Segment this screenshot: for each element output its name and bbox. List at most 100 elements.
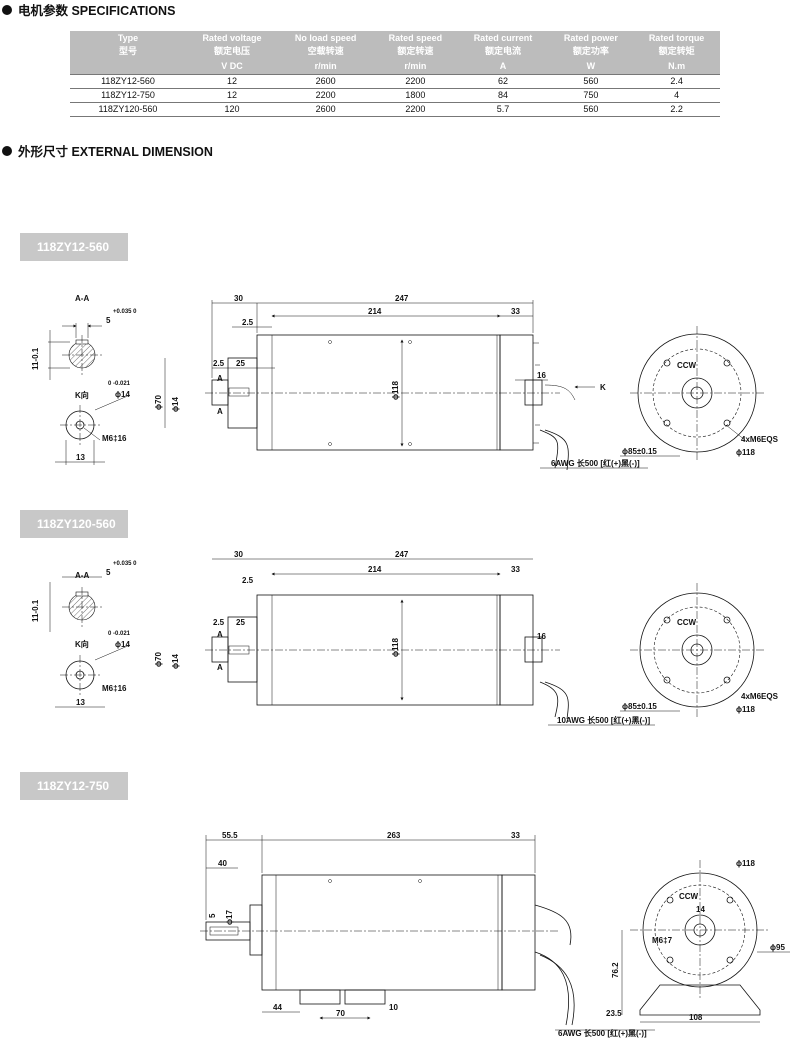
table-cell: 2.2 bbox=[633, 102, 720, 117]
body-dim: 214 bbox=[368, 565, 382, 574]
cable bbox=[539, 681, 559, 718]
end-view-foot bbox=[639, 984, 761, 1016]
table-unit: r/min bbox=[373, 59, 458, 75]
table-unit: A bbox=[457, 59, 549, 75]
key-offset-dim: 2.5 bbox=[213, 359, 225, 368]
pilot-dia-dim: ϕ70 bbox=[154, 652, 163, 667]
rear-len-dim: 16 bbox=[537, 371, 546, 380]
foot-slot-dim: 10 bbox=[389, 1003, 398, 1012]
table-cell: 5.7 bbox=[457, 102, 549, 117]
rear-dim: 33 bbox=[511, 831, 520, 840]
front-flange bbox=[249, 904, 263, 956]
end-holes-dim: 4xM6EQS bbox=[741, 692, 779, 701]
rotation-label: CCW bbox=[679, 892, 699, 901]
cable-spec: 6AWG 长500 [红(+)黑(-)] bbox=[551, 458, 640, 468]
center-height-dim: 76.2 bbox=[611, 962, 620, 978]
view-k-mark: K bbox=[600, 383, 606, 392]
k-view-title: K向 bbox=[75, 390, 89, 400]
rear-dim: 33 bbox=[511, 307, 520, 316]
cable-spec: 10AWG 长500 [红(+)黑(-)] bbox=[557, 715, 650, 725]
k-thread: M6‡16 bbox=[102, 684, 127, 693]
mounting-foot bbox=[299, 989, 341, 1005]
shaft-dia-dim: ϕ14 bbox=[171, 397, 180, 412]
body-len-dim: 263 bbox=[387, 831, 401, 840]
aa-key-dim: 5 bbox=[106, 316, 111, 325]
section-a-mark: A bbox=[217, 663, 223, 672]
end-holes-dim: 4xM6EQS bbox=[741, 435, 779, 444]
k-shaft-tol: 0 -0.021 bbox=[108, 381, 131, 387]
drawing-118zy120-560: A-A 5 +0.035 0 11-0.1 K向 ϕ14 0 -0.021 M6… bbox=[31, 550, 779, 726]
table-units-row: V DC r/min r/min A W N.m bbox=[70, 59, 720, 75]
shaft-dia-dim: ϕ14 bbox=[171, 654, 180, 669]
k-shaft-dim: ϕ14 bbox=[115, 390, 130, 399]
aa-title: A-A bbox=[75, 571, 89, 580]
bullet-icon bbox=[2, 4, 12, 15]
end-key-dim: 14 bbox=[696, 905, 705, 914]
table-unit: W bbox=[548, 59, 634, 75]
end-dia-dim: ϕ118 bbox=[736, 705, 755, 714]
motor-body bbox=[261, 874, 503, 991]
specifications-title: 电机参数 SPECIFICATIONS bbox=[18, 4, 176, 18]
section-a-mark: A bbox=[217, 630, 223, 639]
key-len-dim: 25 bbox=[236, 359, 245, 368]
external-dimension-title: 外形尺寸 EXTERNAL DIMENSION bbox=[18, 145, 213, 159]
rotation-label: CCW bbox=[677, 618, 697, 627]
aa-key-tol: +0.035 0 bbox=[113, 561, 137, 567]
end-dia-dim: ϕ118 bbox=[736, 859, 755, 868]
overall-dim: 247 bbox=[395, 550, 409, 559]
shaft-key bbox=[228, 387, 250, 397]
section-a-mark: A bbox=[217, 407, 223, 416]
shaft-dia-dim: ϕ17 bbox=[225, 910, 234, 925]
k-shaft-tol: 0 -0.021 bbox=[108, 631, 131, 637]
table-unit bbox=[70, 59, 186, 75]
table-cell: 120 bbox=[186, 102, 278, 117]
body-dim: 214 bbox=[368, 307, 382, 316]
rear-len-dim: 16 bbox=[537, 632, 546, 641]
overall-dim: 247 bbox=[395, 294, 409, 303]
pilot-dia-dim: ϕ70 bbox=[154, 395, 163, 410]
body-dia-dim: ϕ118 bbox=[391, 381, 400, 400]
k-width-dim: 13 bbox=[76, 698, 85, 707]
foot-height-dim: 23.5 bbox=[606, 1009, 622, 1018]
key-len-dim: 25 bbox=[236, 618, 245, 627]
rear-dim: 33 bbox=[511, 565, 520, 574]
k-thread: M6‡16 bbox=[102, 434, 127, 443]
cable bbox=[534, 904, 572, 946]
rear-cover bbox=[499, 334, 534, 451]
k-shaft-dim: ϕ14 bbox=[115, 640, 130, 649]
rotation-label: CCW bbox=[677, 361, 697, 370]
table-cell: 2600 bbox=[277, 102, 374, 117]
aa-depth-dim: 11-0.1 bbox=[31, 347, 40, 370]
rear-cover bbox=[501, 874, 536, 991]
step-dim: 2.5 bbox=[242, 318, 254, 327]
end-pcd-dim: ϕ85±0.15 bbox=[622, 702, 657, 711]
aa-key-tol: +0.035 0 bbox=[113, 309, 137, 315]
drawing-118zy12-560: A-A 5 +0.035 0 11-0.1 K向 ϕ14 0 -0.021 M6… bbox=[31, 294, 779, 471]
end-pcd-dim: ϕ85±0.15 bbox=[622, 447, 657, 456]
k-view-title: K向 bbox=[75, 639, 89, 649]
model-label: 118ZY120-560 bbox=[20, 510, 128, 538]
foot-span-dim: 70 bbox=[336, 1009, 345, 1018]
model-label: 118ZY12-560 bbox=[20, 233, 128, 261]
flange-dim: 30 bbox=[234, 550, 243, 559]
rear-terminal bbox=[524, 379, 543, 406]
table-unit: V DC bbox=[186, 59, 278, 75]
cable-spec: 6AWG 长500 [红(+)黑(-)] bbox=[558, 1028, 647, 1038]
body-dia-dim: ϕ118 bbox=[391, 638, 400, 657]
mounting-foot bbox=[344, 989, 386, 1005]
step-dim: 2.5 bbox=[242, 576, 254, 585]
model-label: 118ZY12-750 bbox=[20, 772, 128, 800]
table-cell: 560 bbox=[548, 102, 634, 117]
foot-width-dim: 108 bbox=[689, 1013, 703, 1022]
drawing-118zy12-750: 55.5 263 33 40 5 ϕ17 44 70 10 6AWG 长500 … bbox=[200, 831, 790, 1038]
key-width-dim: 5 bbox=[208, 913, 217, 918]
